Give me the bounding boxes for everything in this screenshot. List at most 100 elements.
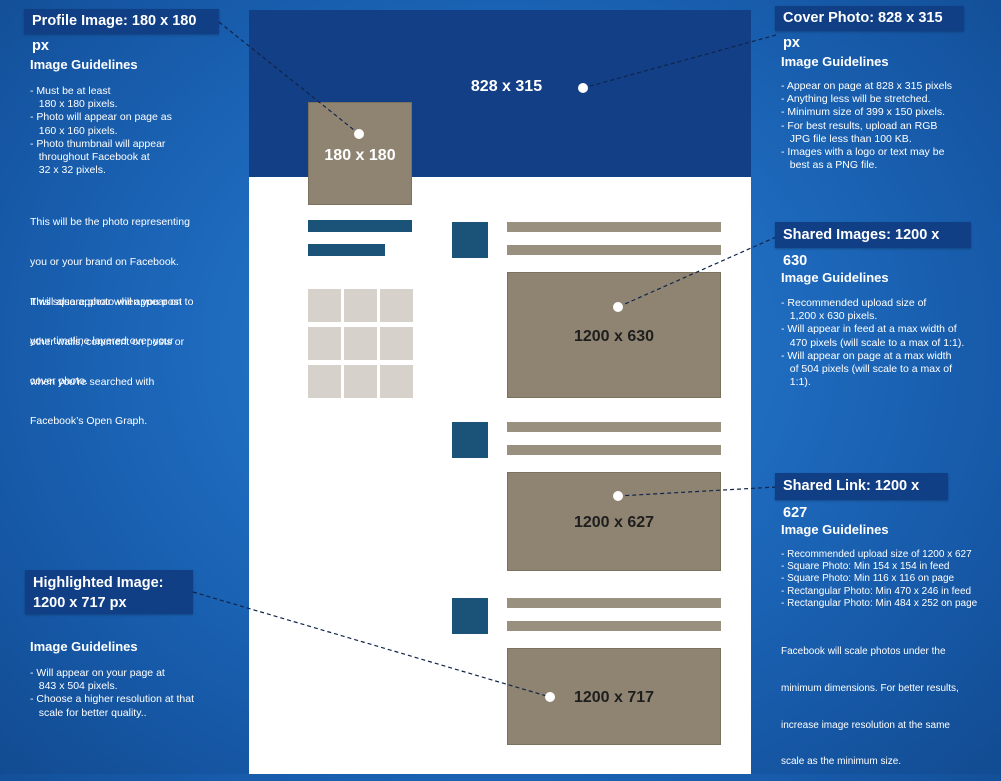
cover-guidelines-heading: Image Guidelines bbox=[781, 54, 889, 69]
post-avatar bbox=[452, 222, 488, 258]
facebook-page-mockup: 828 x 315 180 x 180 1200 x 630 1200 x 62… bbox=[249, 10, 751, 774]
text-line: increase image resolution at the same bbox=[781, 719, 950, 731]
guideline-item: - Appear on page at 828 x 315 pixels bbox=[781, 80, 953, 92]
highlighted-title-line-1: Highlighted Image: bbox=[33, 575, 164, 591]
shared-image-size-label: 1200 x 630 bbox=[573, 328, 655, 345]
guideline-item: - Rectangular Photo: Min 470 x 246 in fe… bbox=[781, 585, 972, 597]
guideline-item: of 504 pixels (will scale to a max of bbox=[781, 363, 952, 376]
shared-image-marker-dot bbox=[613, 302, 623, 312]
shared-link-title-text: Shared Link: 1200 x 627 bbox=[783, 478, 920, 521]
shared-image-placeholder: 1200 x 630 bbox=[507, 272, 721, 398]
info-bar bbox=[308, 244, 385, 256]
guideline-item: - Recommended upload size of bbox=[781, 297, 927, 309]
guideline-item: - Will appear on page at a max width bbox=[781, 349, 952, 362]
highlighted-image-placeholder: 1200 x 717 bbox=[507, 648, 721, 745]
grid-cell bbox=[308, 289, 341, 322]
shared-images-title-text: Shared Images: 1200 x 630 bbox=[783, 227, 940, 269]
guideline-item: - Square Photo: Min 154 x 154 in feed bbox=[781, 561, 950, 573]
guideline-item: 180 x 180 pixels. bbox=[30, 98, 118, 111]
guideline-item: 32 x 32 pixels. bbox=[30, 164, 106, 177]
shared-link-marker-dot bbox=[613, 491, 623, 501]
guideline-item: - Anything less will be stretched. bbox=[781, 93, 931, 106]
post-avatar bbox=[452, 598, 488, 634]
text-line: Facebook will scale photos under the bbox=[781, 646, 946, 658]
guideline-item: - Rectangular Photo: Min 484 x 252 on pa… bbox=[781, 597, 978, 609]
cover-guidelines-list: - Appear on page at 828 x 315 pixels - A… bbox=[781, 80, 952, 172]
text-line: It will also appear when you post to bbox=[30, 296, 194, 309]
guideline-item: scale for better quality.. bbox=[30, 706, 147, 719]
shared-images-guidelines-heading: Image Guidelines bbox=[781, 270, 889, 285]
guideline-item: 1:1). bbox=[781, 376, 811, 389]
guideline-item: - Must be at least bbox=[30, 85, 111, 97]
highlighted-guidelines-list: - Will appear on your page at 843 x 504 … bbox=[30, 667, 194, 720]
shared-images-guidelines-list: - Recommended upload size of 1,200 x 630… bbox=[781, 297, 964, 389]
guideline-item: JPG file less than 100 KB. bbox=[781, 132, 912, 145]
highlighted-title-line-2: 1200 x 717 px bbox=[33, 595, 127, 611]
name-bar bbox=[308, 220, 412, 232]
post-avatar bbox=[452, 422, 488, 458]
guideline-item: - Will appear on your page at bbox=[30, 667, 165, 679]
text-line: scale as the minimum size. bbox=[781, 756, 902, 768]
post-text-bar bbox=[507, 245, 721, 255]
post-text-bar bbox=[507, 621, 721, 631]
text-line: This will be the photo representing bbox=[30, 216, 190, 229]
grid-cell bbox=[308, 365, 341, 398]
text-line: This square photo will appear on bbox=[30, 295, 182, 308]
guideline-item: 160 x 160 pixels. bbox=[30, 124, 118, 137]
guideline-item: - Recommended upload size of 1200 x 627 bbox=[781, 549, 972, 560]
text-line: other walls, comment on posts or bbox=[30, 336, 185, 349]
guideline-item: - Choose a higher resolution at that bbox=[30, 693, 195, 706]
cover-photo-title: Cover Photo: 828 x 315 px bbox=[775, 6, 964, 51]
text-line: when you’re searched with bbox=[30, 375, 155, 388]
profile-guidelines-list: - Must be at least 180 x 180 pixels. - P… bbox=[30, 85, 172, 177]
grid-cell bbox=[380, 365, 413, 398]
text-line: Facebook’s Open Graph. bbox=[30, 415, 148, 428]
guideline-item: - Minimum size of 399 x 150 pixels. bbox=[781, 106, 945, 119]
guideline-item: - Photo will appear on page as bbox=[30, 111, 172, 124]
guideline-item: - For best results, upload an RGB bbox=[781, 119, 938, 132]
post-text-bar bbox=[507, 422, 721, 432]
text-line: minimum dimensions. For better results, bbox=[781, 683, 959, 695]
grid-cell bbox=[344, 327, 377, 360]
post-text-bar bbox=[507, 445, 721, 455]
shared-link-note: Facebook will scale photos under the min… bbox=[781, 622, 959, 781]
profile-image-title-text: Profile Image: 180 x 180 px bbox=[32, 13, 197, 54]
highlighted-marker-dot bbox=[545, 692, 555, 702]
profile-image-placeholder: 180 x 180 bbox=[308, 102, 412, 205]
grid-cell bbox=[308, 327, 341, 360]
profile-guidelines-heading: Image Guidelines bbox=[30, 57, 138, 72]
grid-cell bbox=[380, 327, 413, 360]
guideline-item: - Will appear in feed at a max width of bbox=[781, 323, 957, 336]
profile-description-2: It will also appear when you post to oth… bbox=[30, 270, 193, 442]
shared-link-guidelines-heading: Image Guidelines bbox=[781, 522, 889, 537]
guideline-item: throughout Facebook at bbox=[30, 151, 150, 164]
guideline-item: - Images with a logo or text may be bbox=[781, 146, 945, 159]
grid-cell bbox=[344, 365, 377, 398]
highlighted-size-label: 1200 x 717 bbox=[573, 689, 655, 706]
guideline-item: - Square Photo: Min 116 x 116 on page bbox=[781, 573, 955, 585]
grid-cell bbox=[380, 289, 413, 322]
profile-size-label: 180 x 180 bbox=[324, 147, 396, 164]
text-line: you or your brand on Facebook. bbox=[30, 256, 179, 269]
guideline-item: best as a PNG file. bbox=[781, 159, 878, 172]
text-line: cover photo. bbox=[30, 374, 88, 387]
post-text-bar bbox=[507, 222, 721, 232]
guideline-item: - Photo thumbnail will appear bbox=[30, 137, 166, 150]
highlighted-guidelines-heading: Image Guidelines bbox=[30, 639, 138, 654]
shared-link-placeholder: 1200 x 627 bbox=[507, 472, 721, 571]
cover-photo-title-text: Cover Photo: 828 x 315 px bbox=[783, 10, 943, 51]
highlighted-image-title: Highlighted Image: 1200 x 717 px bbox=[25, 570, 193, 614]
post-text-bar bbox=[507, 598, 721, 608]
shared-images-title: Shared Images: 1200 x 630 bbox=[775, 222, 971, 269]
guideline-item: 1,200 x 630 pixels. bbox=[781, 310, 878, 323]
text-line: your timeline layered over your bbox=[30, 335, 174, 348]
guideline-item: 470 pixels (will scale to a max of 1:1). bbox=[781, 336, 965, 349]
profile-description: This will be the photo representing you … bbox=[30, 190, 190, 401]
shared-link-size-label: 1200 x 627 bbox=[573, 514, 655, 531]
shared-link-title: Shared Link: 1200 x 627 bbox=[775, 473, 948, 521]
guideline-item: 843 x 504 pixels. bbox=[30, 680, 118, 693]
shared-link-guidelines-list: - Recommended upload size of 1200 x 627 … bbox=[781, 549, 977, 610]
cover-size-label: 828 x 315 bbox=[470, 78, 543, 95]
profile-image-title: Profile Image: 180 x 180 px bbox=[24, 9, 219, 54]
profile-marker-dot bbox=[354, 129, 364, 139]
